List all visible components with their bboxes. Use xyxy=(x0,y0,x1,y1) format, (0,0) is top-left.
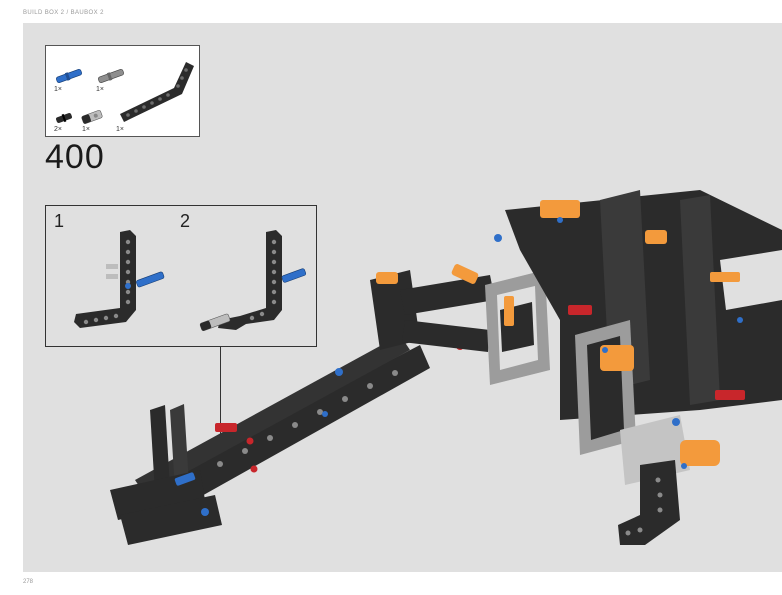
parts-qty: 1× xyxy=(82,126,90,133)
substep-2-illustration xyxy=(199,230,307,331)
parts-qty: 1× xyxy=(96,86,104,93)
substep-label: 1 xyxy=(54,211,65,231)
subassembly-callout: 1 2 xyxy=(45,205,317,347)
grey-connector-icon xyxy=(81,110,103,124)
breadcrumb: BUILD BOX 2 / BAUBOX 2 xyxy=(23,10,104,16)
blue-axle-pin-icon xyxy=(56,68,82,84)
bent-liftarm-icon xyxy=(120,62,194,122)
substep-label: 2 xyxy=(180,211,191,231)
callout-leader-line xyxy=(220,346,221,466)
step-number: 400 xyxy=(45,138,105,176)
parts-qty: 1× xyxy=(54,86,62,93)
page-number: 278 xyxy=(23,579,34,585)
parts-list: 1× 1× 2× 1× 1× xyxy=(45,45,200,137)
grey-axle-pin-icon xyxy=(98,68,124,84)
substep-1-illustration xyxy=(74,230,165,328)
parts-qty: 1× xyxy=(116,126,124,133)
black-pin-icon xyxy=(56,113,72,123)
parts-qty: 2× xyxy=(54,126,62,133)
